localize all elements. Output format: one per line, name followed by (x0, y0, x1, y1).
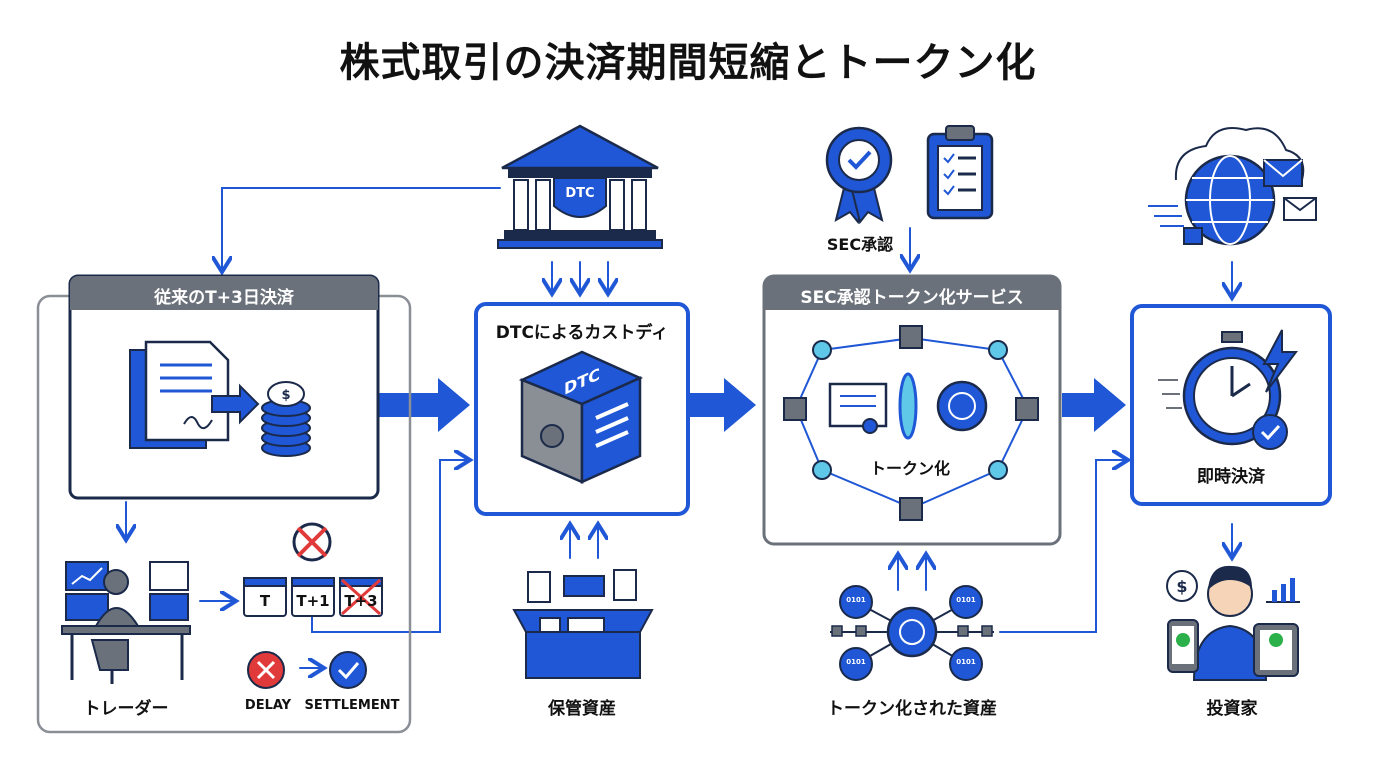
settlement-label: SETTLEMENT (304, 698, 400, 713)
calendar-t1 (291, 577, 335, 617)
tokenized-assets-icon (830, 585, 994, 681)
calendar-t1-label: T+1 (296, 592, 330, 610)
document-icon (129, 340, 230, 449)
svg-text:$: $ (1176, 577, 1187, 596)
bank-dtc-label: DTC (565, 186, 595, 201)
certificate-doc-icon (828, 382, 888, 434)
flow-arrows (378, 378, 1126, 432)
traditional-panel-title: 従来のT+3日決済 (154, 288, 294, 308)
trader-icon (61, 561, 191, 684)
instant-panel-title: 即時決済 (1197, 467, 1265, 487)
cancelled-clock-icon (292, 522, 332, 562)
calendar-t3 (339, 577, 383, 617)
coins-icon: $ (261, 381, 311, 457)
certificate-icon (825, 126, 893, 225)
investor-label: 投資家 (1206, 699, 1258, 719)
assets-box-icon (512, 569, 654, 679)
settlement-check-icon (329, 651, 367, 689)
tokenization-label: トークン化 (869, 459, 950, 478)
trader-label: トレーダー (83, 699, 169, 719)
calendar-t0-label: T (259, 592, 271, 610)
calendar-t3-label: T+3 (344, 592, 378, 610)
sec-approval-label: SEC承認 (826, 235, 894, 254)
bank-icon (497, 124, 663, 249)
svg-text:$: $ (281, 388, 290, 403)
sec-service-panel-title: SEC承認トークン化サービス (800, 288, 1024, 308)
tokenized-assets-label: トークン化された資産 (827, 699, 997, 719)
connectors (126, 187, 1232, 668)
globe-icon (1148, 127, 1317, 246)
delay-label: DELAY (244, 698, 292, 713)
portal-icon (898, 372, 918, 440)
token-coin-icon (936, 380, 988, 432)
investor-icon: $ (1166, 565, 1300, 681)
token-node-label-3: 0101 (846, 658, 866, 666)
clipboard-icon (926, 125, 994, 220)
assets-label: 保管資産 (548, 699, 616, 719)
calendar-t0 (243, 577, 287, 617)
stopwatch-icon (1158, 329, 1298, 450)
token-node-label-1: 0101 (846, 596, 866, 604)
token-node-label-4: 0101 (956, 658, 976, 666)
token-node-label-2: 0101 (956, 596, 976, 604)
page-title: 株式取引の決済期間短縮とトークン化 (339, 40, 1037, 86)
network-nodes (783, 325, 1039, 521)
vault-icon (518, 350, 644, 484)
dtc-custody-panel-title: DTCによるカストディ (495, 323, 669, 343)
transfer-arrow-icon (211, 383, 260, 425)
delay-icon (247, 651, 285, 689)
